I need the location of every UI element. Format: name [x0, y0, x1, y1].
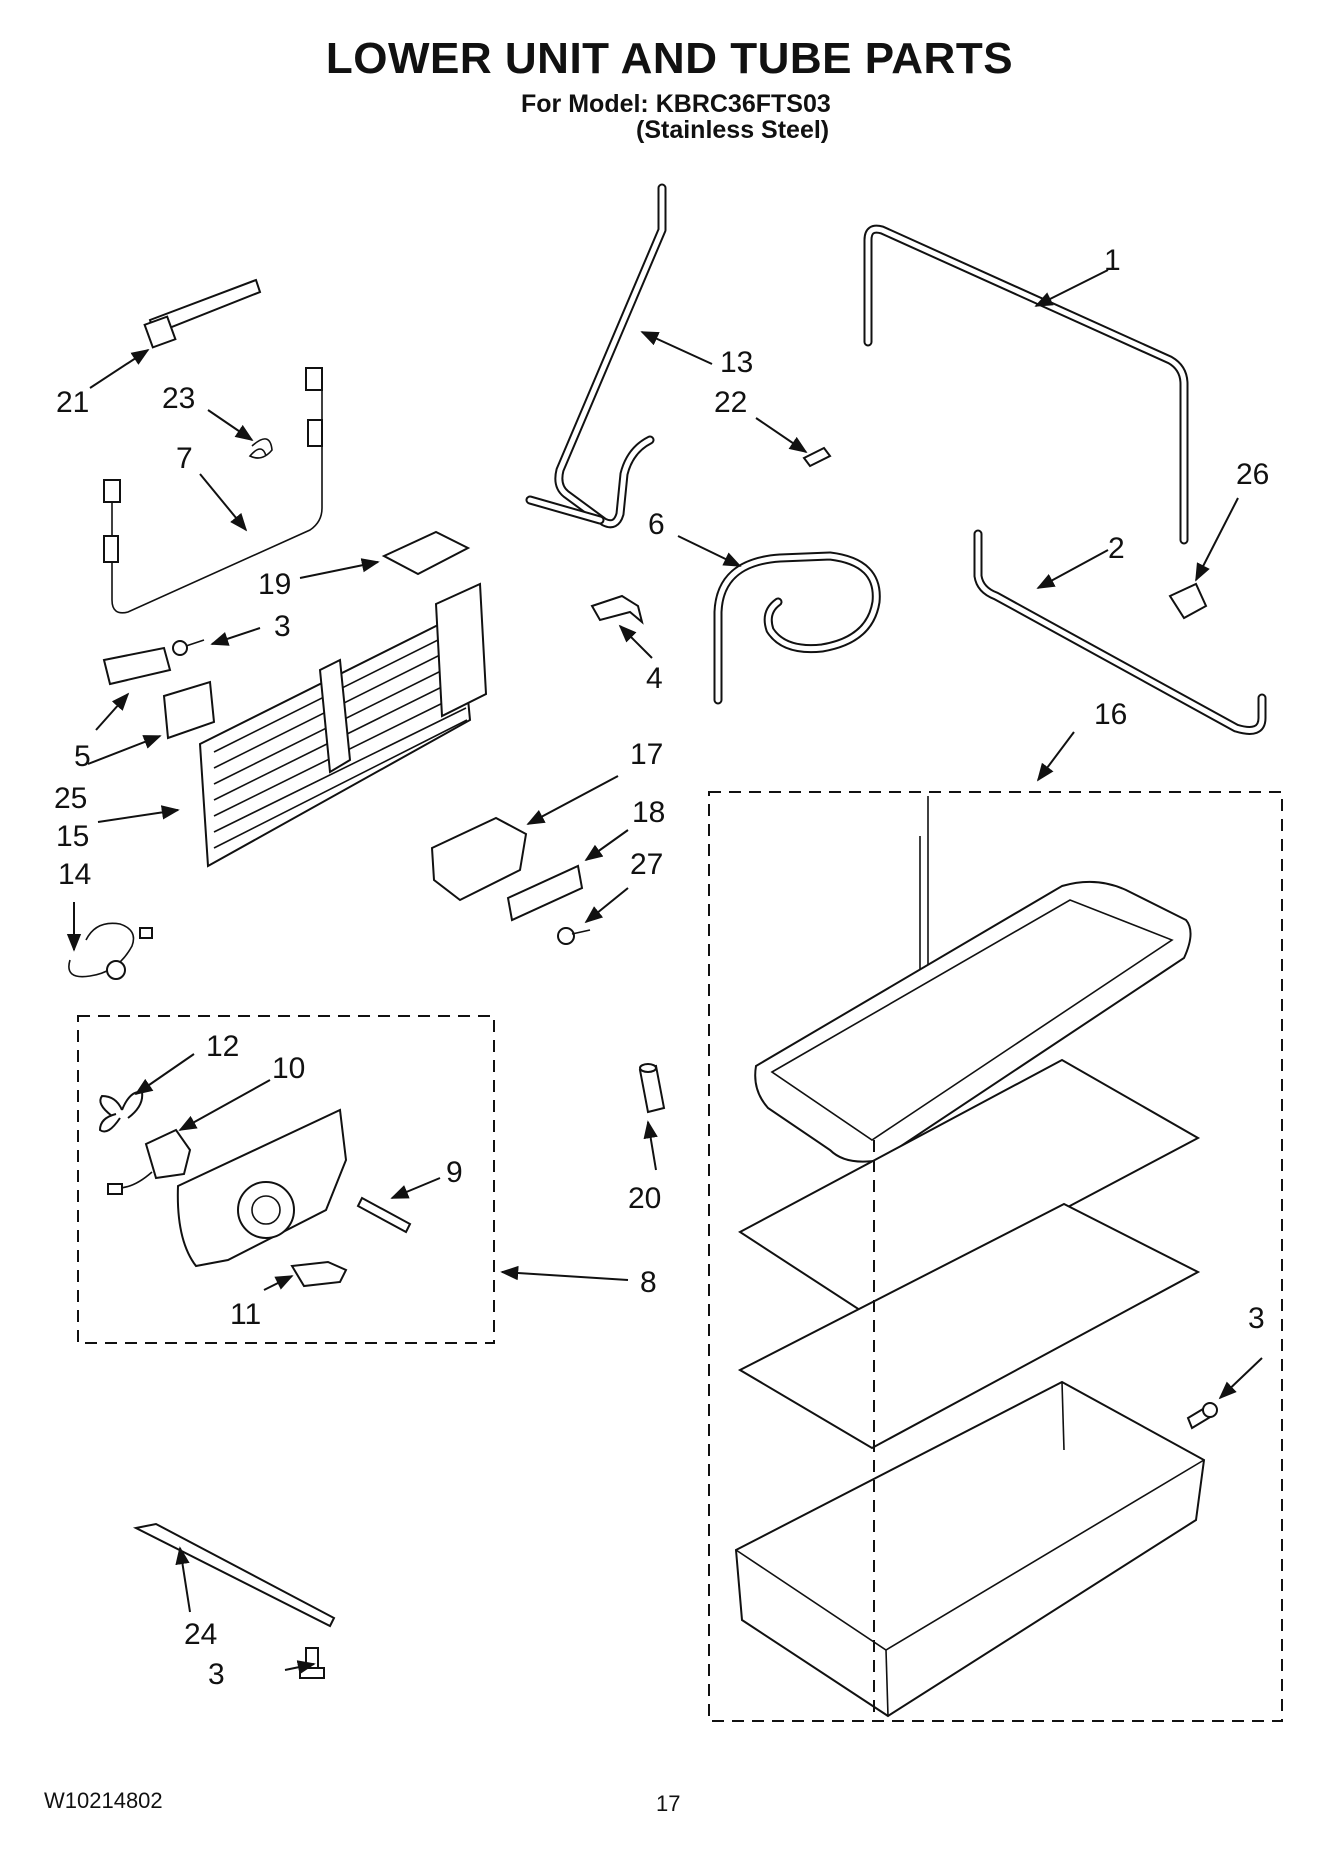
model-line: For Model: KBRC36FTS03	[521, 90, 831, 118]
part-10-motor	[107, 1128, 192, 1195]
part-4-bracket	[590, 594, 644, 625]
part-25-pad	[162, 680, 216, 740]
part-26-clamp	[1168, 582, 1208, 620]
part-5-bracket	[102, 646, 172, 686]
callout-3: 3	[274, 610, 291, 643]
part-6-coil-tube	[713, 551, 881, 705]
part-9-strap	[356, 1196, 412, 1234]
part-13-tube	[525, 183, 667, 529]
callout-21: 21	[56, 386, 89, 419]
callout-14: 14	[58, 858, 91, 891]
part-16-tray	[734, 1380, 1206, 1718]
callout-labels: 1 2 3 3 3 4 5 6 7 8 9 10 11 12 13 14 15 …	[54, 244, 1269, 1691]
callout-4: 4	[646, 662, 663, 695]
callout-12: 12	[206, 1030, 239, 1063]
part-18-cover	[506, 864, 584, 922]
callout-19: 19	[258, 568, 291, 601]
page-number: 17	[656, 1791, 681, 1816]
callout-2: 2	[1108, 532, 1125, 565]
part-20-spacer	[638, 1063, 666, 1114]
part-15-evaporator	[198, 582, 488, 868]
part-7-wire-harness	[103, 367, 323, 614]
callout-9: 9	[446, 1156, 463, 1189]
callout-25: 25	[54, 782, 87, 815]
page-title: LOWER UNIT AND TUBE PARTS	[325, 34, 1014, 83]
callout-23: 23	[162, 382, 195, 415]
callout-27: 27	[630, 848, 663, 881]
callout-5: 5	[74, 740, 91, 773]
callout-7: 7	[176, 442, 193, 475]
part-3-screw-upper	[172, 639, 205, 656]
assembly-8-box	[77, 1015, 495, 1344]
part-19-pad	[381, 530, 471, 576]
callout-20: 20	[628, 1182, 661, 1215]
part-1-tube	[863, 224, 1189, 545]
callout-11: 11	[230, 1298, 261, 1331]
callout-26: 26	[1236, 458, 1269, 491]
part-16-sheet-lower	[737, 1202, 1201, 1450]
callout-18: 18	[632, 796, 665, 829]
part-11-bracket	[290, 1260, 348, 1288]
callout-3: 3	[208, 1658, 225, 1691]
callout-13: 13	[720, 346, 753, 379]
callout-6: 6	[648, 508, 665, 541]
callout-10: 10	[272, 1052, 305, 1085]
callout-17: 17	[630, 738, 663, 771]
leader-lines	[66, 269, 1263, 1675]
part-3-screw-lower	[299, 1647, 325, 1679]
callout-3: 3	[1248, 1302, 1265, 1335]
assembly-16-box	[708, 791, 1283, 1722]
part-16-drain-pan	[754, 796, 1192, 1163]
part-17-cover	[430, 816, 528, 902]
part-2-tube	[973, 529, 1267, 735]
part-22-clip	[802, 446, 832, 468]
part-27-screw	[557, 927, 591, 945]
part-16-sheet-upper	[738, 1058, 1201, 1316]
callout-16: 16	[1094, 698, 1127, 731]
callout-24: 24	[184, 1618, 217, 1651]
callout-22: 22	[714, 386, 747, 419]
part-3-screw-right	[1186, 1402, 1218, 1430]
callout-8: 8	[640, 1266, 657, 1299]
callout-1: 1	[1104, 244, 1121, 277]
finish-line: (Stainless Steel)	[636, 116, 830, 144]
callout-15: 15	[56, 820, 89, 853]
part-8-fan-housing	[176, 1108, 348, 1268]
document-number: W10214802	[44, 1788, 163, 1813]
part-14-thermostat	[68, 922, 153, 980]
part-24-bar	[132, 1522, 336, 1628]
part-12-fan-blade	[98, 1090, 144, 1133]
part-23-clip	[248, 438, 273, 459]
part-21-cable-tie	[143, 278, 262, 349]
